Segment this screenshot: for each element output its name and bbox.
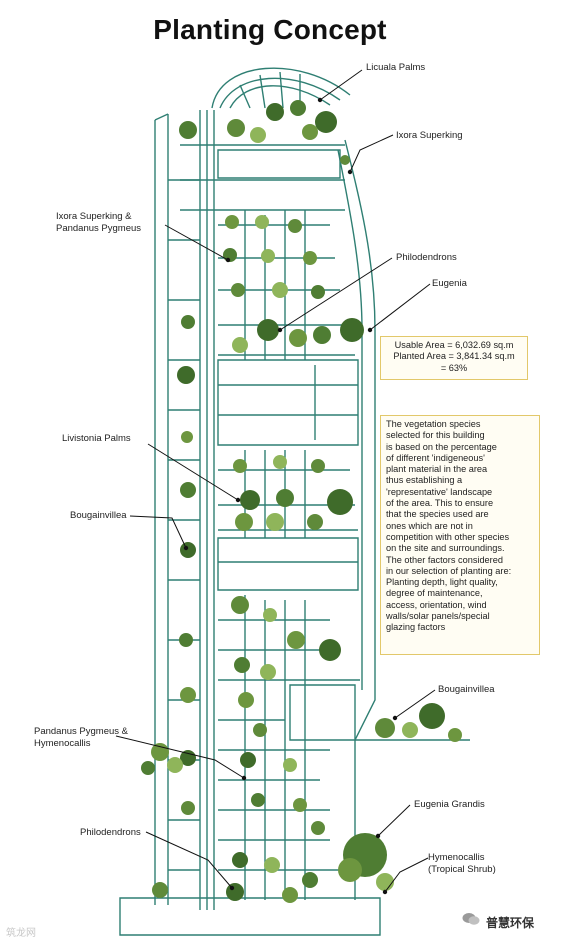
label-philodendrons-top: Philodendrons [396,252,457,263]
description-line: The other factors considered [386,554,503,565]
description-line: of different 'indigeneous' [386,452,485,463]
watermark-right: 普慧环保 [486,916,535,930]
description-line: thus establishing a [386,475,463,486]
description-line: walls/solar panels/special [386,611,490,622]
label-pandanus-hymenocallis-line2: Hymenocallis [34,737,91,749]
leader-dots [183,97,398,895]
label-pandanus-hymenocallis: Pandanus Pygmeus & Hymenocallis [34,726,128,749]
description-line: The vegetation species [386,419,481,429]
label-hymenocallis-line1: Hymenocallis [428,852,485,863]
description-line: degree of maintenance, [386,588,483,599]
description-line: glazing factors [386,622,446,633]
label-ixora-pandanus-line2: Pandanus Pygmeus [56,222,142,234]
planted-ratio-text: = 63% [440,362,468,373]
label-ixora-pandanus: Ixora Superking & Pandanus Pygmeus [56,211,141,234]
label-ixora-pandanus-line1: Ixora Superking & [56,211,132,222]
area-summary-box: Usable Area = 6,032.69 sq.m Planted Area… [380,336,528,380]
label-bougainvillea-left: Bougainvillea [70,510,127,521]
description-line: selected for this building [386,430,485,441]
label-livistonia-palms: Livistonia Palms [62,433,131,444]
usable-area-text: Usable Area = 6,032.69 sq.m [394,340,514,350]
description-line: of the area. This to ensure [386,498,494,509]
label-philodendrons-bottom: Philodendrons [80,827,141,838]
description-line: Planting depth, light quality, [386,577,498,588]
label-bougainvillea-right: Bougainvillea [438,684,495,695]
label-hymenocallis: Hymenocallis (Tropical Shrub) [428,852,496,875]
description-line: that the species used are [386,509,489,520]
description-line: is based on the percentage [386,441,497,452]
watermark-left: 筑龙网 [6,928,36,939]
label-pandanus-hymenocallis-line1: Pandanus Pygmeus & [34,726,129,737]
label-hymenocallis-line2: (Tropical Shrub) [428,863,496,875]
label-eugenia-grandis: Eugenia Grandis [414,799,485,810]
description-line: ones which are not in [386,520,473,531]
planted-area-text: Planted Area = 3,841.34 sq.m [393,351,515,362]
description-line: 'representative' landscape [386,486,493,497]
diagram-title: Planting Concept [153,14,387,45]
description-line: access, orientation, wind [386,599,487,610]
label-licuala-palms: Licuala Palms [366,62,426,73]
description-line: plant material in the area [386,464,488,475]
description-line: on the site and surroundings. [386,543,505,554]
vegetation-description-box: The vegetation species selected for this… [380,415,540,655]
description-line: in our selection of planting are: [386,565,512,576]
description-line: competition with other species [386,531,510,542]
label-ixora-superking: Ixora Superking [396,130,463,141]
label-eugenia: Eugenia [432,278,467,289]
leader-lines [115,69,436,893]
wechat-icon [462,913,480,925]
